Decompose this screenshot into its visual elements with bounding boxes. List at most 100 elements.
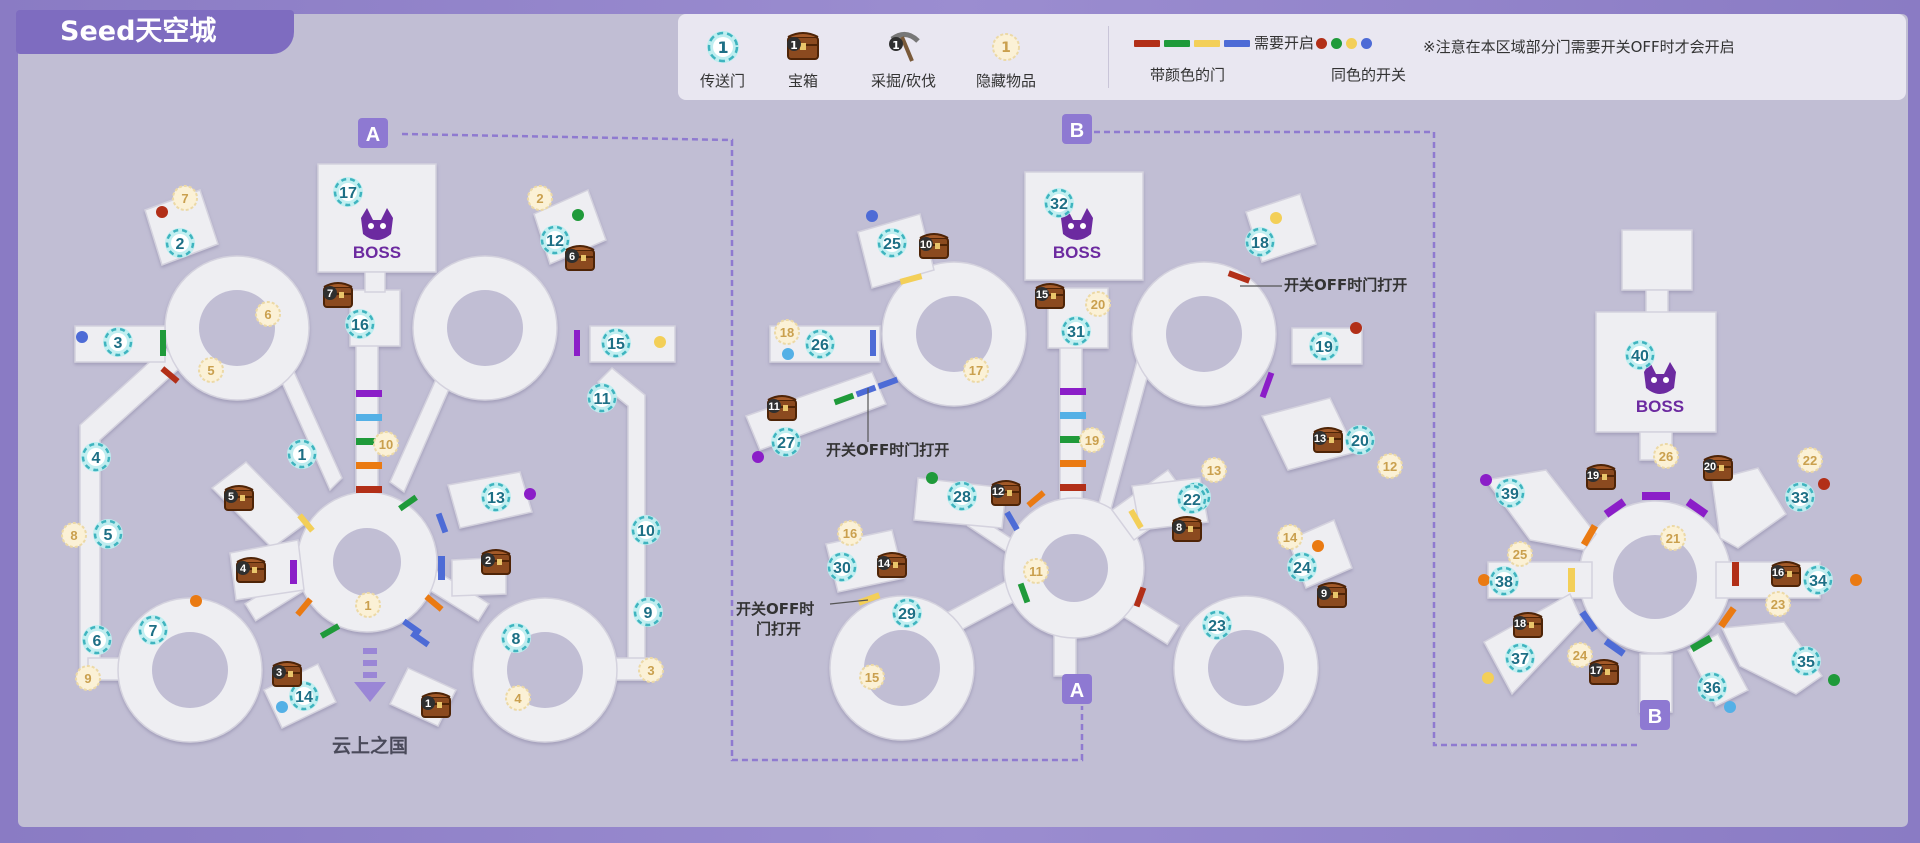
legend-gather: 1 采掘/砍伐 — [871, 28, 936, 91]
hidden-item-marker: 16 — [837, 520, 863, 546]
chest-number: 15 — [1036, 289, 1048, 301]
legend-chest-label: 宝箱 — [787, 72, 818, 90]
legend-portal: 1 传送门 — [700, 28, 745, 91]
boss-label: BOSS — [1053, 243, 1101, 262]
svg-text:1: 1 — [717, 38, 728, 57]
portal-marker: 7 — [138, 615, 168, 645]
boss-label: BOSS — [1636, 397, 1684, 416]
chest-number: 3 — [276, 667, 282, 679]
exit-arrow-icon — [354, 648, 386, 702]
hidden-item-number: 7 — [181, 191, 188, 206]
chest-icon: 1 — [787, 32, 819, 60]
hidden-item-marker: 7 — [172, 185, 198, 211]
doors — [160, 270, 1739, 657]
switches — [76, 206, 1862, 713]
portal-number: 35 — [1797, 654, 1815, 671]
portal-marker: 22 — [1177, 484, 1207, 514]
portal-marker: 2 — [165, 228, 195, 258]
hidden-item-marker: 22 — [1797, 447, 1823, 473]
hidden-item-number: 23 — [1771, 597, 1785, 612]
chest-marker: 19 — [1586, 464, 1616, 490]
boss-label: BOSS — [353, 243, 401, 262]
chest-number: 11 — [768, 401, 780, 413]
portal-marker: 18 — [1245, 227, 1275, 257]
hidden-item-number: 26 — [1659, 449, 1673, 464]
switch-dot-blue — [1361, 38, 1373, 49]
portal-number: 38 — [1495, 574, 1513, 591]
portal-marker: 13 — [481, 482, 511, 512]
portal-icon: 1 — [706, 31, 739, 63]
portal-number: 26 — [811, 337, 829, 354]
hidden-item-marker: 17 — [963, 357, 989, 383]
portal-number: 19 — [1315, 339, 1333, 356]
boss-marker-3: BOSS — [1636, 362, 1684, 416]
chest-number: 6 — [569, 251, 575, 263]
door-swatch-red — [1134, 40, 1160, 47]
chest-number: 5 — [228, 491, 234, 503]
portal-marker: 29 — [892, 598, 922, 628]
chest-number: 4 — [240, 563, 247, 575]
marker-a-top: A — [358, 118, 388, 148]
portal-marker: 30 — [827, 552, 857, 582]
portal-number: 16 — [351, 317, 369, 334]
boss-marker-2: BOSS — [1053, 208, 1101, 262]
chest-marker: 5 — [224, 485, 254, 511]
portal-number: 37 — [1511, 651, 1529, 668]
chest-marker: 4 — [236, 557, 266, 583]
portal-number: 20 — [1351, 433, 1369, 450]
warp-connectors — [401, 130, 1640, 762]
chest-number: 14 — [878, 558, 891, 570]
boss-marker-1: BOSS — [353, 208, 401, 262]
hidden-item-marker: 26 — [1653, 443, 1679, 469]
portal-number: 29 — [898, 606, 916, 623]
legend-door-label: 带颜色的门 — [1150, 66, 1226, 84]
chest-marker: 1 — [421, 692, 451, 718]
portal-marker: 8 — [501, 623, 531, 653]
portal-marker: 34 — [1803, 565, 1833, 595]
hidden-item-marker: 13 — [1201, 457, 1227, 483]
portal-marker: 36 — [1697, 672, 1727, 702]
door-swatch-blue — [1224, 40, 1250, 47]
portal-marker: 35 — [1791, 646, 1821, 676]
portal-number: 13 — [487, 490, 505, 507]
hidden-item-number: 22 — [1803, 453, 1817, 468]
hidden-item-marker: 20 — [1085, 291, 1111, 317]
svg-text:1: 1 — [892, 39, 900, 52]
chest-number: 8 — [1176, 522, 1182, 534]
hidden-item-marker: 23 — [1765, 591, 1791, 617]
hidden-item-marker: 10 — [373, 431, 399, 457]
switch-off-note-1: 开关OFF时门打开 — [1284, 276, 1407, 294]
exit-label: 云上之国 — [332, 734, 408, 757]
portal-number: 5 — [104, 527, 113, 544]
portal-number: 1 — [298, 447, 307, 464]
hidden-item-number: 3 — [647, 663, 654, 678]
chest-marker: 8 — [1172, 516, 1202, 542]
hidden-item-marker: 4 — [505, 685, 531, 711]
chest-marker: 9 — [1317, 582, 1347, 608]
hidden-item-number: 10 — [379, 437, 393, 452]
hidden-item-number: 8 — [70, 528, 77, 543]
portal-marker: 20 — [1345, 425, 1375, 455]
portal-number: 12 — [546, 233, 564, 250]
portal-number: 25 — [883, 236, 901, 253]
map-title: Seed天空城 — [16, 10, 294, 54]
middle-area — [745, 171, 1363, 741]
hidden-item-marker: 9 — [75, 665, 101, 691]
portal-marker: 15 — [601, 328, 631, 358]
hidden-item-number: 12 — [1383, 459, 1397, 474]
chest-number: 20 — [1704, 461, 1716, 473]
left-area — [74, 163, 676, 743]
hidden-item-number: 1 — [364, 598, 371, 613]
portal-marker: 32 — [1044, 188, 1074, 218]
hidden-item-marker: 2 — [527, 185, 553, 211]
chest-marker: 15 — [1035, 283, 1065, 309]
hidden-item-number: 11 — [1029, 564, 1043, 579]
hidden-item-number: 21 — [1666, 531, 1680, 546]
switch-dot-yellow — [1346, 38, 1358, 49]
hidden-item-number: 20 — [1091, 297, 1105, 312]
portal-marker: 9 — [633, 597, 663, 627]
portal-marker: 19 — [1309, 331, 1339, 361]
legend-needs-open: 需要开启 — [1254, 34, 1315, 52]
